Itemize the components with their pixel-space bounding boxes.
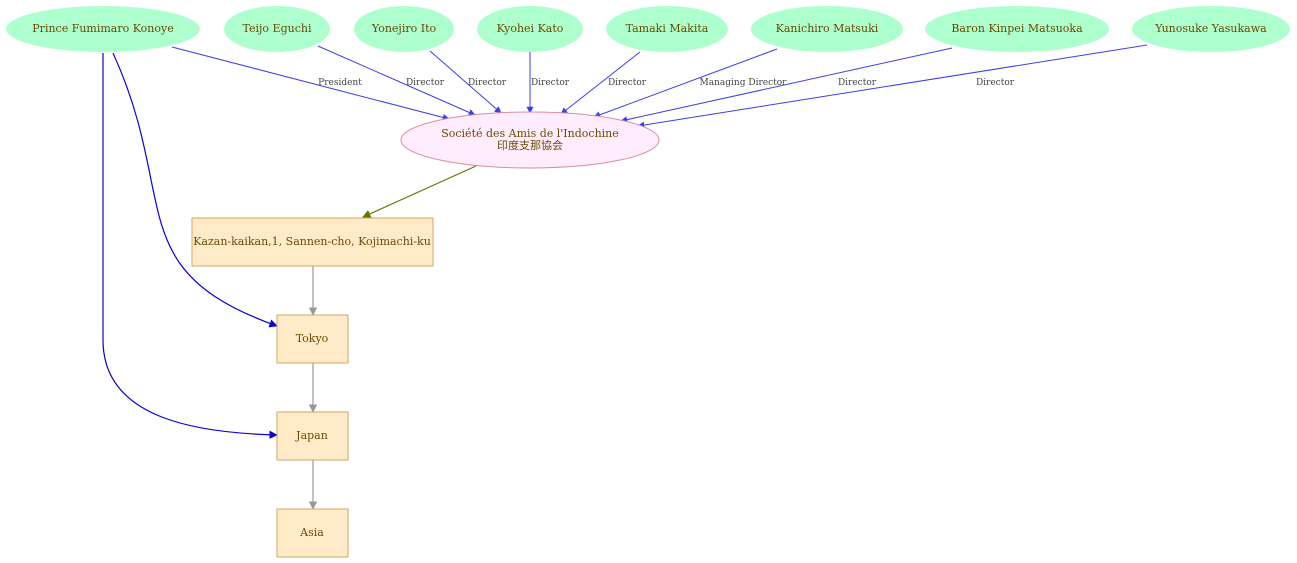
person-node-kato[interactable]: Kyohei Kato bbox=[477, 6, 583, 52]
edge-labels: President Director Director Director Dir… bbox=[318, 78, 1015, 88]
edge-label-matsuoka: Director bbox=[838, 78, 877, 88]
edge-org-address bbox=[362, 165, 477, 218]
person-label: Yunosuke Yasukawa bbox=[1154, 22, 1267, 35]
person-label: Tamaki Makita bbox=[626, 22, 709, 35]
edge-label-yasukawa: Director bbox=[976, 78, 1015, 88]
person-label: Kyohei Kato bbox=[497, 22, 564, 35]
edge-label-ito: Director bbox=[468, 78, 507, 88]
place-node-asia[interactable]: Asia bbox=[276, 508, 349, 558]
organization-name: Société des Amis de l'Indochine bbox=[441, 127, 619, 140]
edge-label-kato: Director bbox=[531, 78, 570, 88]
edge-matsuki-managing-director bbox=[593, 48, 778, 119]
place-node-address[interactable]: Kazan-kaikan,1, Sannen-cho, Kojimachi-ku bbox=[191, 217, 434, 267]
edge-label-makita: Director bbox=[608, 78, 647, 88]
edge-eguchi-director bbox=[317, 45, 476, 116]
place-label: Tokyo bbox=[296, 332, 329, 345]
place-label: Kazan-kaikan,1, Sannen-cho, Kojimachi-ku bbox=[193, 235, 431, 248]
edge-label-konoye: President bbox=[318, 78, 362, 88]
person-node-ito[interactable]: Yonejiro Ito bbox=[354, 6, 454, 52]
person-node-matsuoka[interactable]: Baron Kinpei Matsuoka bbox=[925, 6, 1109, 52]
edge-ito-director bbox=[429, 50, 502, 114]
edge-konoye-president bbox=[171, 46, 450, 121]
person-label: Baron Kinpei Matsuoka bbox=[951, 22, 1083, 35]
edge-makita-director bbox=[560, 51, 641, 115]
edge-label-eguchi: Director bbox=[406, 78, 445, 88]
person-label: Yonejiro Ito bbox=[371, 22, 437, 35]
person-node-makita[interactable]: Tamaki Makita bbox=[606, 6, 728, 52]
person-node-konoye[interactable]: Prince Fumimaro Konoye bbox=[6, 6, 200, 52]
person-node-matsuki[interactable]: Kanichiro Matsuki bbox=[751, 6, 903, 52]
person-label: Teijo Eguchi bbox=[243, 22, 312, 35]
person-node-yasukawa[interactable]: Yunosuke Yasukawa bbox=[1132, 6, 1290, 52]
edge-label-matsuki: Managing Director bbox=[700, 78, 788, 88]
edge-yasukawa-director bbox=[637, 44, 1148, 129]
organization-node[interactable]: Société des Amis de l'Indochine 印度支那協会 bbox=[400, 111, 660, 169]
place-label: Japan bbox=[295, 429, 328, 442]
role-edges bbox=[171, 44, 1148, 129]
place-label: Asia bbox=[299, 526, 324, 539]
place-node-japan[interactable]: Japan bbox=[276, 411, 349, 461]
edge-konoye-tokyo bbox=[112, 52, 278, 328]
edge-konoye-japan bbox=[102, 53, 278, 440]
edge-matsuoka-director bbox=[620, 47, 953, 124]
person-label: Prince Fumimaro Konoye bbox=[32, 22, 173, 35]
person-node-eguchi[interactable]: Teijo Eguchi bbox=[224, 6, 330, 52]
organization-name-jp: 印度支那協会 bbox=[497, 138, 563, 152]
person-label: Kanichiro Matsuki bbox=[776, 22, 879, 35]
place-node-tokyo[interactable]: Tokyo bbox=[276, 314, 349, 364]
